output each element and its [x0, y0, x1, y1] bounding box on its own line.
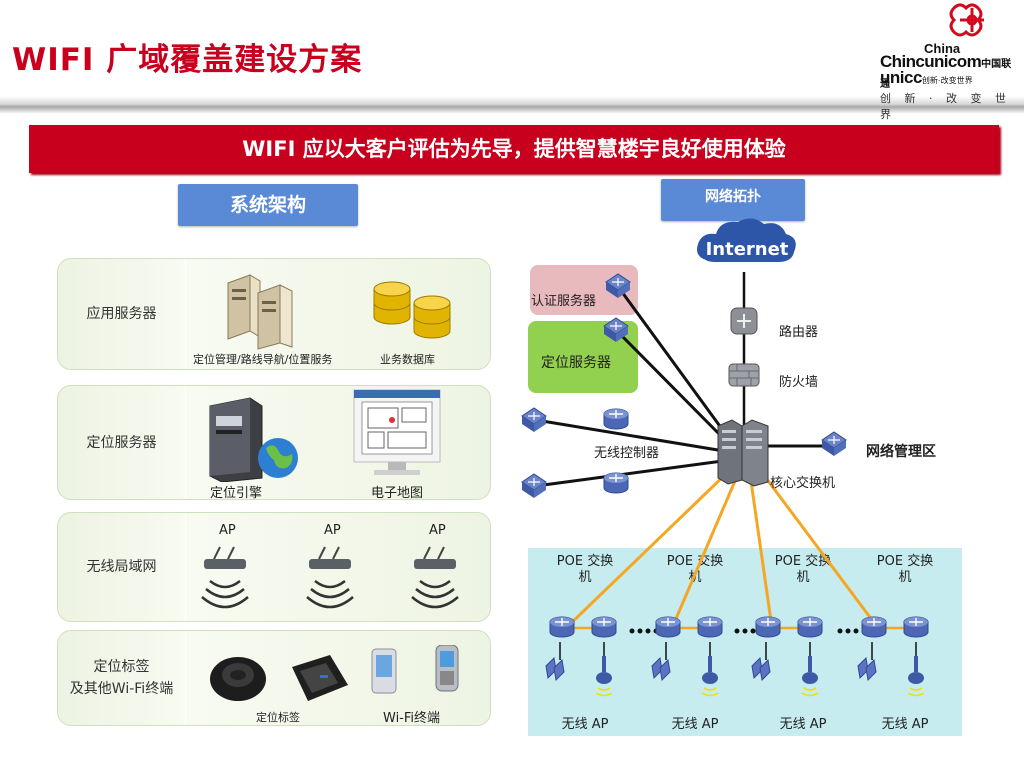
core-switch-label: 核心交换机 — [770, 476, 836, 491]
wireless-ap-label: 无线 AP — [561, 717, 609, 732]
ap-caption: AP — [324, 523, 341, 538]
router-label: 路由器 — [779, 325, 819, 340]
headline-banner: WIFI 应以大客户评估为先导，提供智慧楼宇良好使用体验 — [29, 125, 999, 173]
layer-wlan: 无线局域网 AP AP AP — [57, 512, 491, 622]
page-title: WIFI 广域覆盖建设方案 — [12, 42, 363, 78]
poe-switch-label: POE 交换机 — [774, 554, 832, 585]
layer-caption: 电子地图 — [371, 486, 424, 501]
access-point-icon — [411, 546, 459, 609]
ap-caption: AP — [219, 523, 236, 538]
poe-switch-zone: POE 交换机 无线 AP — [848, 548, 962, 736]
layer-label: 应用服务器 — [58, 259, 186, 369]
poe-unit-icons — [549, 616, 929, 638]
access-point-icon — [306, 546, 354, 609]
china-unicom-logo: China Chincunicom中国联通 unicc创新·改变世界 创 新 ·… — [866, 2, 1016, 121]
ap-caption: AP — [429, 523, 446, 538]
layer-caption: 定位标签 — [256, 711, 300, 724]
controller-switch-icon — [521, 407, 547, 433]
layer-caption: 定位引擎 — [210, 486, 263, 501]
poe-switch-label: POE 交换机 — [556, 554, 614, 585]
logo-slogan: 创 新 · 改 变 世 界 — [880, 92, 1011, 121]
layer-application-servers: 应用服务器 定位管理/路线导航/位置服务 业务数据库 — [57, 258, 491, 370]
layer-caption: 定位管理/路线导航/位置服务 — [193, 353, 333, 366]
unicom-knot-icon — [949, 3, 984, 37]
topology-heading: 网络拓扑 — [661, 179, 805, 221]
database-icon — [373, 281, 451, 339]
location-engine-icon — [209, 397, 298, 482]
electronic-map-icon — [353, 389, 441, 475]
poe-switch-zone: POE 交换机 无线 AP — [528, 548, 642, 736]
layer-caption: 业务数据库 — [380, 353, 435, 366]
auth-server-switch-icon — [605, 273, 631, 299]
wireless-controller-icon — [603, 472, 629, 494]
core-switch-icon — [717, 419, 769, 487]
poe-switch-label: POE 交换机 — [876, 554, 934, 585]
logo-china-text: China — [924, 41, 961, 56]
wireless-ap-label: 无线 AP — [671, 717, 719, 732]
location-tag-icon — [292, 655, 348, 701]
title-divider — [0, 96, 1024, 114]
router-icon — [730, 307, 758, 335]
access-point-icon — [201, 546, 249, 609]
logo-unicom-text: Chincunicom中国联通 — [880, 52, 1012, 90]
auth-server-label: 认证服务器 — [531, 294, 597, 309]
layer-label: 定位服务器 — [58, 386, 186, 499]
layer-label: 无线局域网 — [58, 513, 186, 621]
internet-label: Internet — [706, 239, 789, 260]
server-icon — [227, 274, 293, 350]
location-server-label: 定位服务器 — [541, 355, 611, 371]
controller-switch-icon — [521, 473, 547, 499]
wireless-controller-label: 无线控制器 — [594, 446, 660, 461]
layer-label: 定位标签及其他Wi-Fi终端 — [58, 631, 186, 725]
pda-phone-icon — [371, 648, 397, 694]
layer-caption: Wi-Fi终端 — [383, 711, 441, 726]
terminal-device-icons — [210, 645, 459, 701]
mobile-phone-icon — [435, 645, 459, 692]
internet-cloud-icon — [697, 218, 796, 262]
wireless-ap-label: 无线 AP — [881, 717, 929, 732]
network-mgmt-label: 网络管理区 — [866, 444, 936, 460]
layer-tags-terminals: 定位标签及其他Wi-Fi终端 定位标签 Wi-Fi终端 — [57, 630, 491, 726]
wristband-tag-icon — [210, 657, 266, 701]
wireless-ap-label: 无线 AP — [779, 717, 827, 732]
layer-location-servers: 定位服务器 定位引擎 电子地图 — [57, 385, 491, 501]
logo-unicc-text: unicc创新·改变世界 — [880, 68, 973, 87]
wireless-controller-icon — [603, 408, 629, 430]
architecture-heading: 系统架构 — [178, 184, 358, 226]
access-point-icons — [201, 546, 459, 609]
firewall-icon — [728, 363, 760, 387]
firewall-label: 防火墙 — [779, 375, 819, 390]
network-mgmt-switch-icon — [821, 431, 847, 457]
poe-switch-zone: POE 交换机 无线 AP — [638, 548, 752, 736]
